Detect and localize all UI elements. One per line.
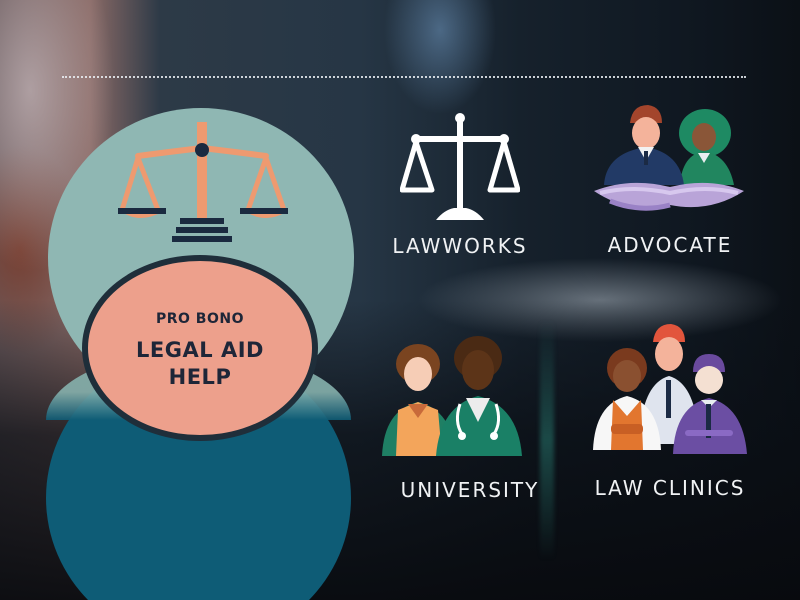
scales-of-justice-icon (400, 113, 520, 220)
students-icon (382, 336, 522, 456)
tile-label-advocate: ADVOCATE (607, 233, 733, 257)
background-light-streak (540, 320, 554, 560)
tile-law-clinics: LAW CLINICS (575, 320, 765, 510)
emblem-title: LEGAL AID HELP (88, 337, 312, 391)
tile-lawworks: LAWWORKS (370, 100, 550, 270)
emblem-subtitle: PRO BONO (155, 311, 244, 327)
emblem-center-badge: PRO BONO LEGAL AID HELP (82, 255, 318, 441)
scales-of-justice-icon (118, 122, 288, 242)
pro-bono-emblem: PRO BONO LEGAL AID HELP (40, 100, 370, 600)
advocates-with-book-icon (594, 105, 744, 211)
emblem-title-line2: HELP (168, 365, 232, 389)
emblem-title-line1: LEGAL AID (136, 338, 264, 362)
tile-label-university: UNIVERSITY (400, 478, 540, 502)
tile-university: UNIVERSITY (370, 330, 570, 510)
tile-label-law-clinics: LAW CLINICS (594, 476, 746, 500)
dotted-divider (62, 76, 746, 78)
clinic-team-icon (593, 324, 747, 454)
tile-label-lawworks: LAWWORKS (392, 234, 528, 258)
tile-advocate: ADVOCATE (580, 95, 760, 265)
